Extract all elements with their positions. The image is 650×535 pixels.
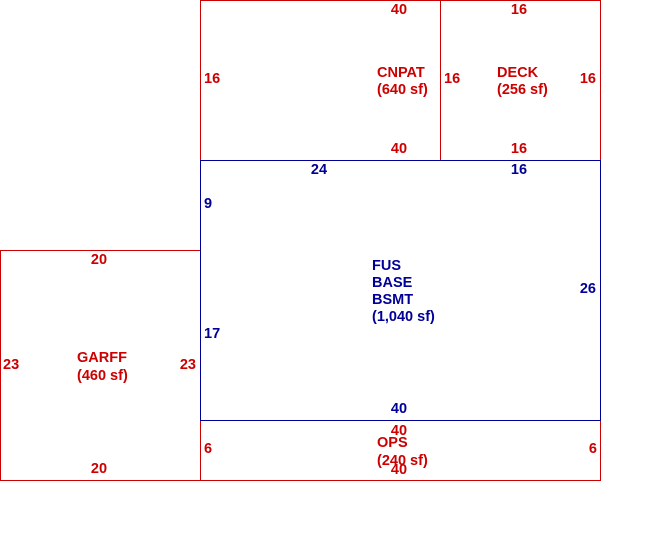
deck-area: (256 sf) [497, 82, 548, 98]
deck-top-dim: 16 [511, 2, 527, 18]
deck-bottom-dim: 16 [511, 141, 527, 157]
ops-right-dim: 6 [589, 441, 597, 457]
deck-right-dim: 16 [580, 71, 596, 87]
ops-label: OPS [377, 435, 408, 451]
ops-left-dim: 6 [204, 441, 212, 457]
ops-top-dim: 40 [391, 423, 407, 439]
fus-base-bsmt-outline [200, 160, 601, 421]
ops-area: (240 sf) [377, 453, 428, 469]
fus-bottom-dim: 40 [391, 401, 407, 417]
fus-top-right-dim: 16 [511, 162, 527, 178]
garff-right-dim: 23 [180, 357, 196, 373]
cnpat-top-dim: 40 [391, 2, 407, 18]
garff-left-dim: 23 [3, 357, 19, 373]
fus-label-line-1: FUS [372, 258, 401, 274]
cnpat-bottom-dim: 40 [391, 141, 407, 157]
garff-top-dim: 20 [91, 252, 107, 268]
cnpat-left-dim: 16 [204, 71, 220, 87]
garff-bottom-dim: 20 [91, 461, 107, 477]
deck-label: DECK [497, 65, 539, 81]
ops-bottom-dim: 40 [391, 462, 407, 478]
fus-label-line-2: BASE [372, 275, 413, 291]
fus-top-left-dim: 24 [311, 162, 327, 178]
garff-area: (460 sf) [77, 368, 128, 384]
cnpat-area: (640 sf) [377, 82, 428, 98]
cnpat-label: CNPAT [377, 65, 425, 81]
fus-label-line-3: BSMT [372, 292, 413, 308]
fus-right-dim: 26 [580, 281, 596, 297]
garff-label: GARFF [77, 350, 127, 366]
deck-left-dim: 16 [444, 71, 460, 87]
fus-left-lower-dim: 17 [204, 326, 220, 342]
fus-left-upper-dim: 9 [204, 196, 212, 212]
fus-area: (1,040 sf) [372, 309, 435, 325]
